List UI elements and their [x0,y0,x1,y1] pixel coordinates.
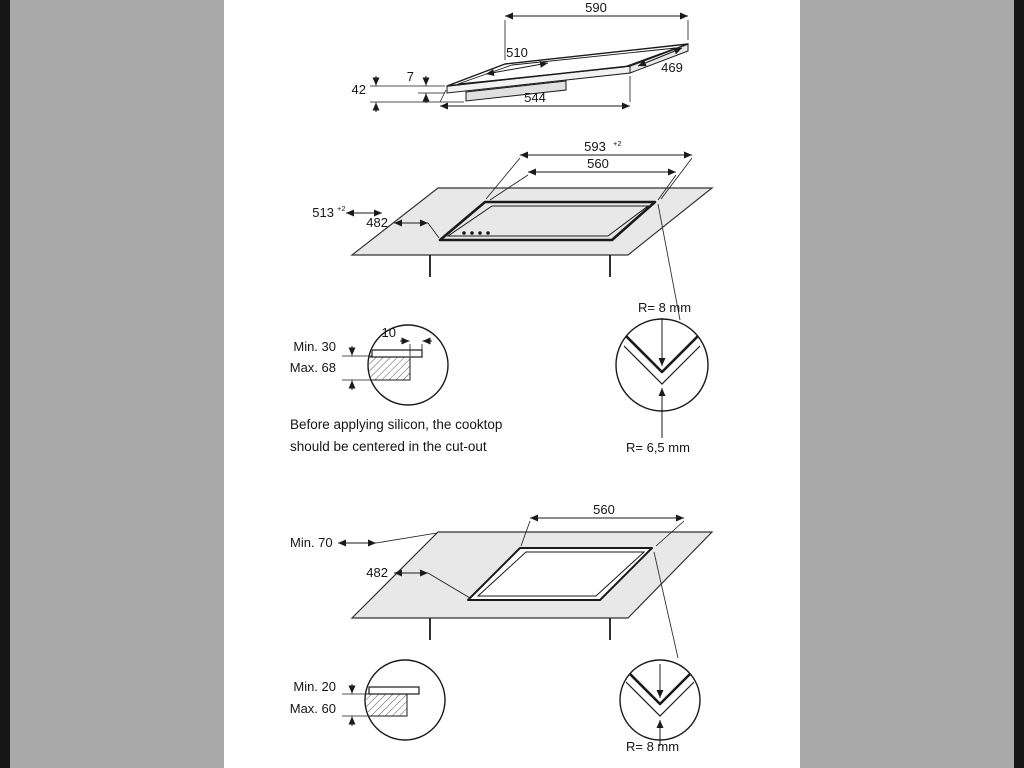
dim-469-label: 469 [661,60,683,75]
corner-radius-detail-flush: R= 8 mm [619,659,701,754]
cutout-rebate-step [476,551,646,597]
dim-593-label: 593 [584,139,606,154]
cooktop-glass-edge [446,205,650,237]
note-line-2: should be centered in the cut-out [290,439,487,454]
dim-482-label-recessed: 482 [366,215,388,230]
dimension-560-flush: 560 [520,502,685,547]
min-20-label: Min. 20 [293,679,336,694]
silicon-note: Before applying silicon, the cooktop sho… [290,417,502,454]
corner-section-recessed [623,333,701,385]
corner-detail-leader [657,203,681,321]
dimension-544: 544 [439,76,631,110]
dim-10-label: 10 [382,325,396,340]
dim-544-label: 544 [524,90,546,105]
note-line-1: Before applying silicon, the cooktop [290,417,502,432]
dim-590-label: 590 [585,0,607,15]
corner-radius-detail-recessed: R= 8 mm R= 6,5 mm [615,300,709,455]
radius-8mm-label-bottom: R= 8 mm [626,739,679,754]
cooktop-overview-drawing: 590 510 469 7 [352,0,689,112]
dimension-590: 590 [504,0,689,60]
cooktop-in-cutout [438,200,657,242]
dimension-560-recessed: 560 [489,156,677,201]
dim-513-label: 513 [312,205,334,220]
cooktop-underbox [465,80,567,102]
radius-6-5mm-label: R= 6,5 mm [626,440,690,455]
document-page: 590 510 469 7 [224,0,800,768]
dimension-10: 10 [382,325,432,356]
dimension-min-70: Min. 70 [290,532,438,550]
dim-560-label-flush: 560 [593,502,615,517]
cross-section-recessed [369,349,423,381]
dimension-593: 593 +2 [485,139,693,200]
max-60-label: Max. 60 [290,701,336,716]
dimension-7: 7 [407,69,445,103]
corner-detail-leader-flush [653,551,679,659]
cross-section-flush [366,686,420,717]
dim-7-label: 7 [407,69,414,84]
dimension-482-flush: 482 [366,565,471,599]
thickness-detail-recessed: Min. 30 Max. 68 10 [290,324,449,406]
detail-circle-thickness-recessed [367,324,449,406]
thickness-detail-flush: Min. 20 Max. 60 [290,659,446,741]
installation-diagram: 590 510 469 7 [290,0,714,754]
max-68-label: Max. 68 [290,360,336,375]
right-letterbox [1014,0,1024,768]
corner-section-flush [625,669,695,717]
left-letterbox [0,0,10,768]
detail-circle-thickness-flush [364,659,446,741]
dimension-42: 42 [352,76,464,112]
recessed-installation-drawing: 593 +2 560 513 +2 [312,139,714,321]
dimension-510: 510 [485,45,549,77]
dim-593-tolerance: +2 [613,139,622,148]
min-30-label: Min. 30 [293,339,336,354]
dim-510-label: 510 [506,45,528,60]
dimension-513: 513 +2 [312,204,382,220]
flush-installation-drawing: 560 Min. 70 482 [290,502,714,659]
control-dots [462,231,490,235]
dim-513-tolerance: +2 [337,204,346,213]
countertop-surface [350,187,714,256]
min-70-label: Min. 70 [290,535,333,550]
dim-482-label-flush: 482 [366,565,388,580]
dimension-482-recessed: 482 [366,215,440,239]
dim-42-label: 42 [352,82,366,97]
radius-8mm-label-top: R= 8 mm [638,300,691,315]
dim-560-label-recessed: 560 [587,156,609,171]
dimension-469: 469 [637,47,683,75]
